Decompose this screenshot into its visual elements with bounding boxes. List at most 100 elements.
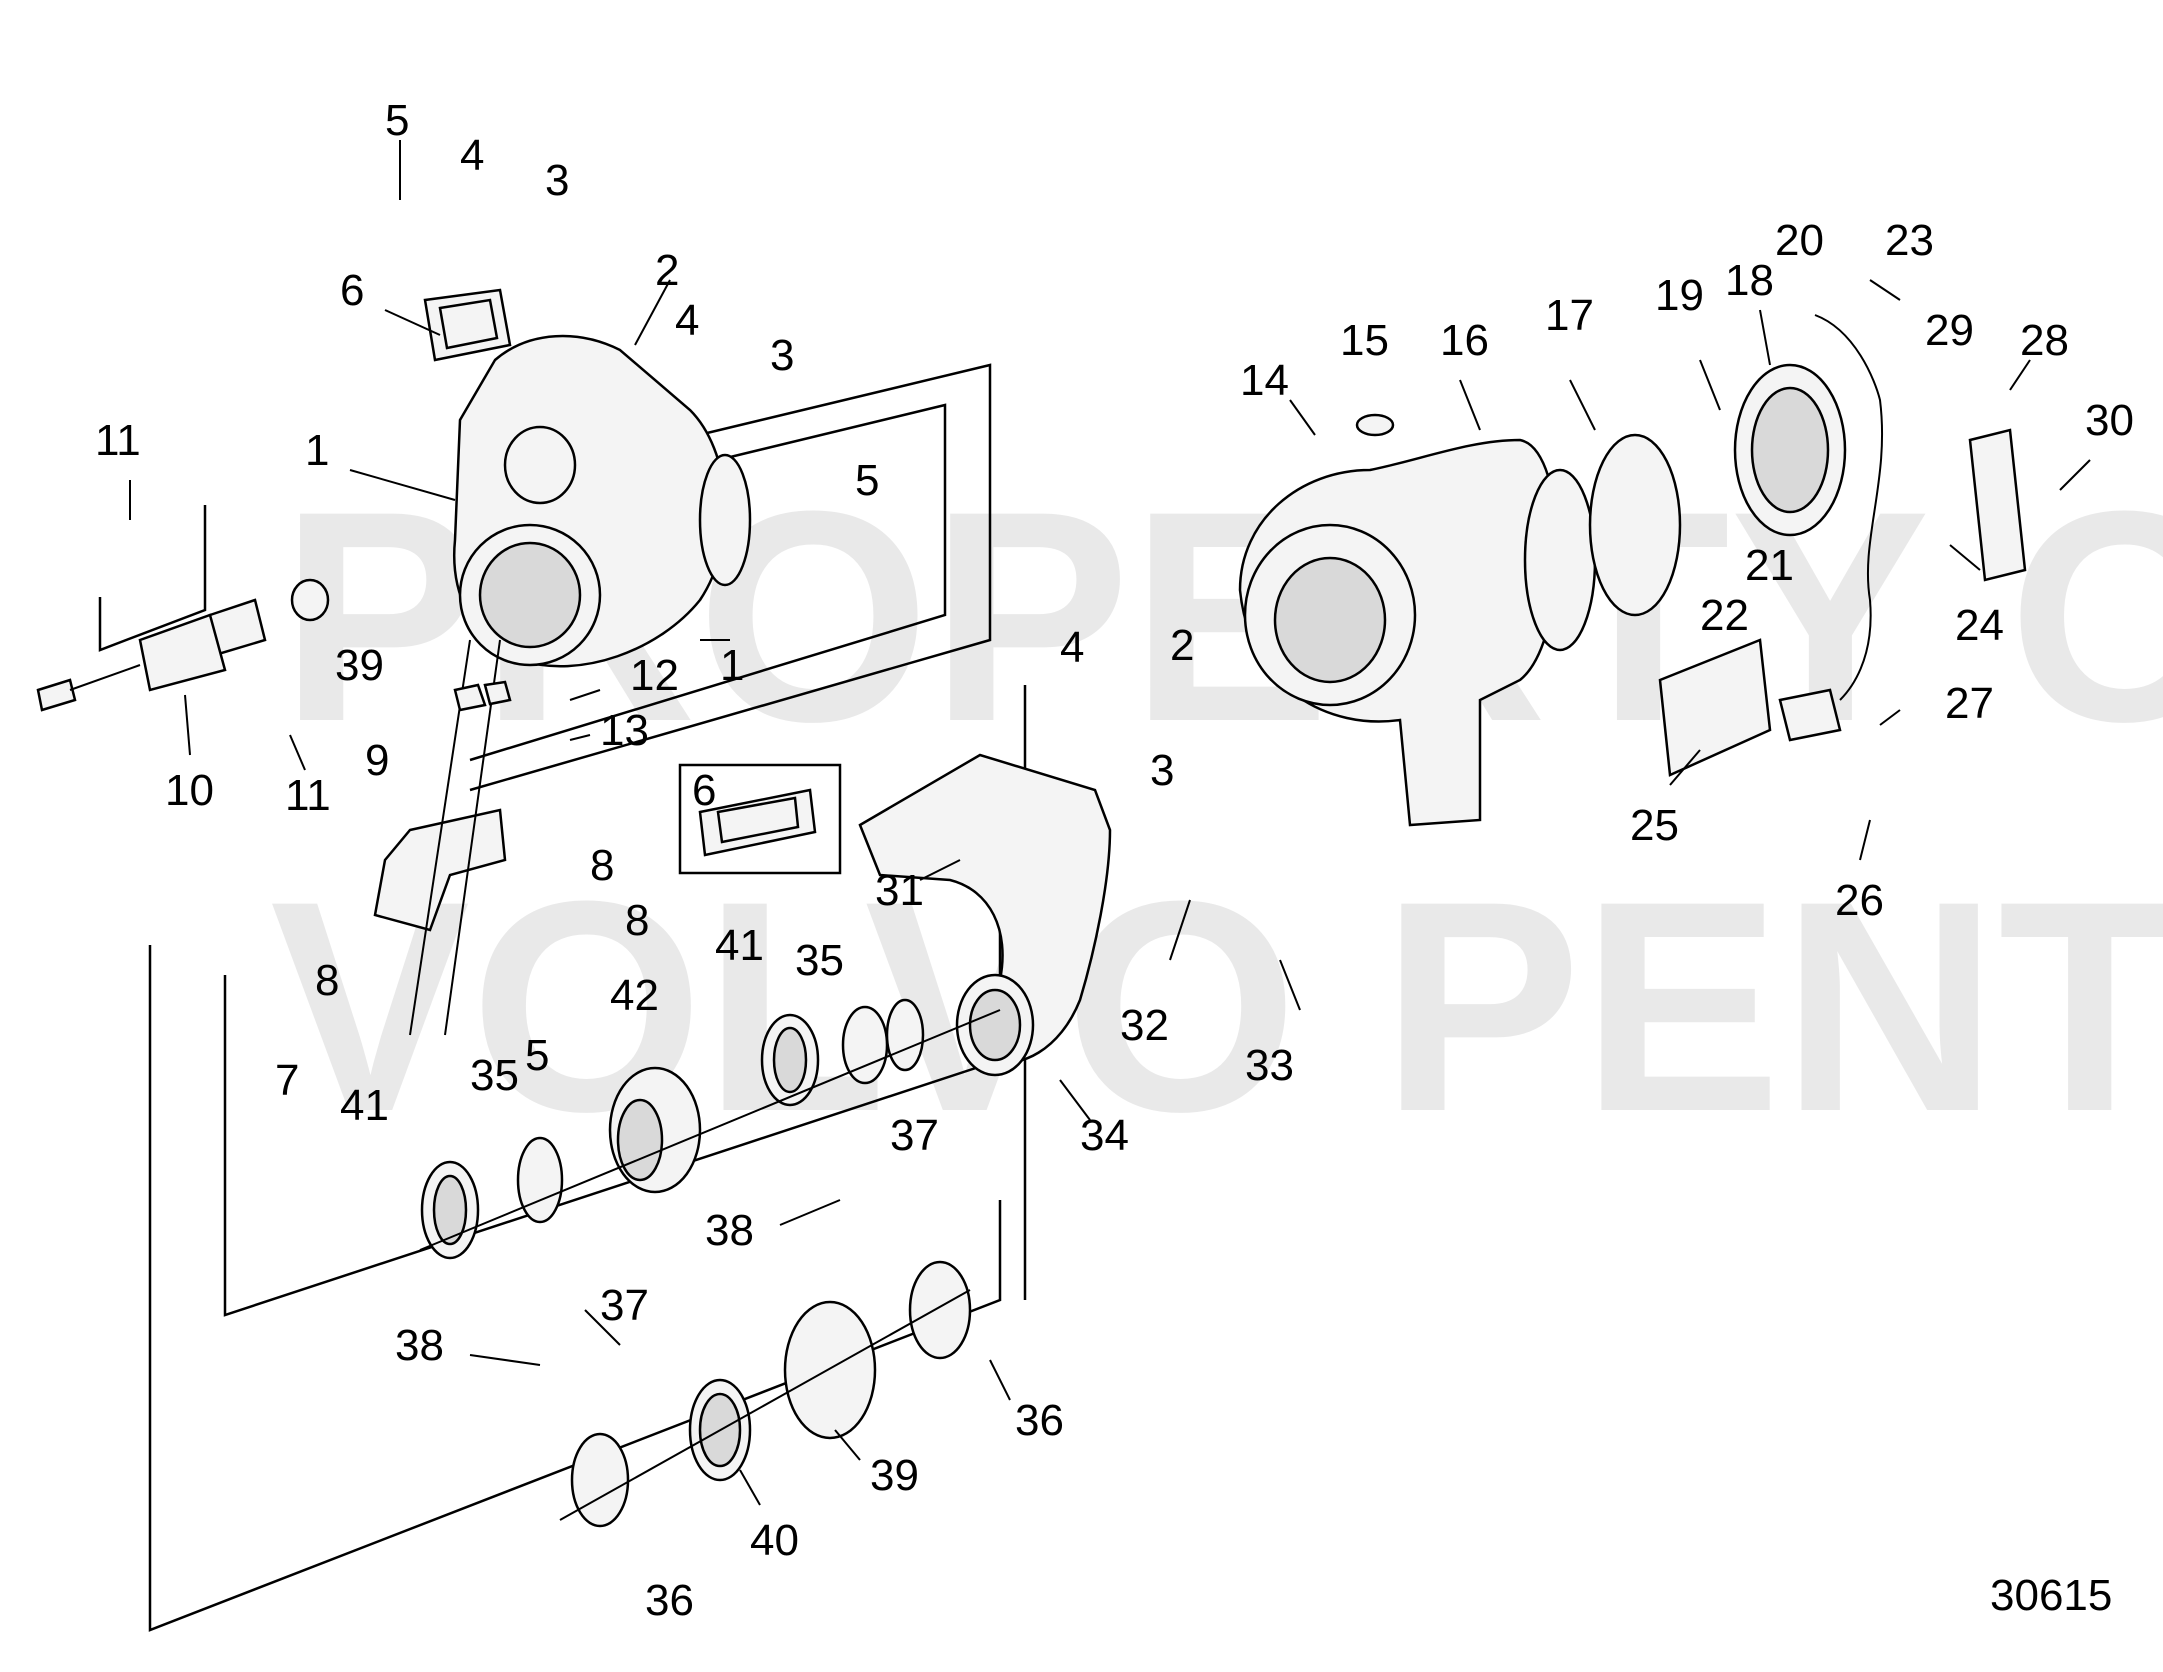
bellows-39-shape (783, 1300, 877, 1440)
callout-31: 31 (875, 866, 924, 915)
leader-32 (1169, 899, 1191, 961)
leader-31 (919, 859, 961, 881)
leader-27 (1879, 709, 1901, 726)
callout-2-top: 2 (655, 246, 679, 295)
callout-15: 15 (1340, 316, 1389, 365)
turbocharger-right (1238, 314, 2027, 827)
callout-2-right: 2 (1170, 621, 1194, 670)
callout-33: 33 (1245, 1041, 1294, 1090)
leader-36-b (989, 1359, 1011, 1401)
callout-36-b: 36 (645, 1576, 694, 1625)
turbocharger-left (423, 288, 752, 668)
callout-9: 9 (365, 736, 389, 785)
callout-35-lower: 35 (470, 1051, 519, 1100)
callout-37-a: 37 (890, 1111, 939, 1160)
sensor-group-outline (98, 505, 207, 652)
callout-8-a: 8 (590, 841, 614, 890)
leader-34 (1059, 1079, 1091, 1121)
callout-41-lower: 41 (340, 1081, 389, 1130)
clamp-41-lower-inner (432, 1174, 468, 1246)
callout-7: 7 (275, 1056, 299, 1105)
callout-38-b: 38 (395, 1321, 444, 1370)
callout-40: 40 (750, 1516, 799, 1565)
bracket-28-shape (1968, 428, 2027, 582)
leader-38-b (469, 1354, 541, 1366)
turbo-14-inlet-bore (1273, 556, 1387, 684)
leader-39-lower (834, 1429, 861, 1461)
callout-3-top: 3 (545, 156, 569, 205)
callout-19: 19 (1655, 271, 1704, 320)
seal-15-shape (1355, 413, 1395, 437)
center-axis-lower (559, 1289, 971, 1521)
callout-36-a: 36 (1015, 1396, 1064, 1445)
rod-right (444, 639, 501, 1036)
bracket-assembly (373, 639, 512, 1036)
callout-22: 22 (1700, 591, 1749, 640)
drawing-number: 30615 (1990, 1571, 2112, 1620)
leader-13 (569, 734, 591, 741)
watermark: PROPERTY OF VOLVO PENTA (270, 448, 2163, 1174)
clamp-36-lower-shape (570, 1432, 630, 1528)
callout-18: 18 (1725, 256, 1774, 305)
clamp-36-upper-shape (908, 1260, 972, 1360)
actuator-motor-shape (138, 613, 227, 692)
leader-24 (1949, 544, 1981, 571)
callout-12: 12 (630, 651, 679, 700)
leader-33 (1279, 959, 1301, 1011)
callout-11-b: 11 (285, 771, 331, 820)
leader-1-a (349, 469, 456, 501)
clip-39-b (483, 680, 512, 706)
leader-lines (129, 140, 2091, 1506)
gasket-16-shape (1523, 468, 1597, 652)
callout-4-mid: 4 (675, 296, 699, 345)
turbo-outlet-shape (503, 425, 577, 505)
callout-35-upper: 35 (795, 936, 844, 985)
ring-35-lower-shape (516, 1136, 564, 1224)
callout-11-a: 11 (95, 416, 141, 465)
callout-3-right: 3 (1150, 746, 1174, 795)
callout-29: 29 (1925, 306, 1974, 355)
callout-8-b: 8 (625, 896, 649, 945)
leader-10 (184, 694, 191, 756)
callout-23: 23 (1885, 216, 1934, 265)
leader-20 (1759, 309, 1771, 366)
elbow-outlet-bore (968, 988, 1022, 1062)
leader-2-top (634, 279, 671, 346)
leader-40 (739, 1469, 761, 1506)
callout-34: 34 (1080, 1111, 1129, 1160)
leader-19 (1699, 359, 1721, 411)
callout-4-top: 4 (460, 131, 484, 180)
gasket-6-top-hole (438, 298, 499, 350)
sensor-27-body-shape (1778, 688, 1842, 742)
callout-38-a: 38 (705, 1206, 754, 1255)
callout-1-a: 1 (305, 426, 329, 475)
leader-11-b (289, 734, 306, 771)
callouts: 5 4 3 6 2 4 3 5 1 1 11 11 10 39 12 13 9 … (95, 96, 2134, 1625)
leader-16 (1459, 379, 1481, 431)
callout-14: 14 (1240, 356, 1289, 405)
actuator-flange-shape (290, 578, 330, 622)
center-axis-upper (419, 1009, 1001, 1251)
callout-6-top: 6 (340, 266, 364, 315)
callout-8-c: 8 (315, 956, 339, 1005)
callout-39-lower: 39 (870, 1451, 919, 1500)
leader-26 (1859, 819, 1871, 861)
bellows-42-bore (616, 1098, 664, 1182)
leader-30 (2059, 459, 2091, 491)
callout-24: 24 (1955, 601, 2004, 650)
leader-14 (1289, 399, 1316, 436)
actuator-cable (69, 664, 141, 691)
gasket-detail-box (678, 763, 842, 875)
callout-5-low: 5 (525, 1031, 549, 1080)
clamps-and-bellows (419, 998, 1001, 1528)
leader-23 (1869, 279, 1901, 301)
housing-20-bore (1750, 386, 1830, 514)
turbo-inlet-bore-shape (478, 541, 582, 649)
leader-12 (569, 689, 601, 701)
clamp-41-upper-inner (772, 1026, 808, 1094)
callout-3-mid: 3 (770, 331, 794, 380)
callout-30: 30 (2085, 396, 2134, 445)
actuator-connector-shape (36, 678, 77, 712)
callout-26: 26 (1835, 876, 1884, 925)
